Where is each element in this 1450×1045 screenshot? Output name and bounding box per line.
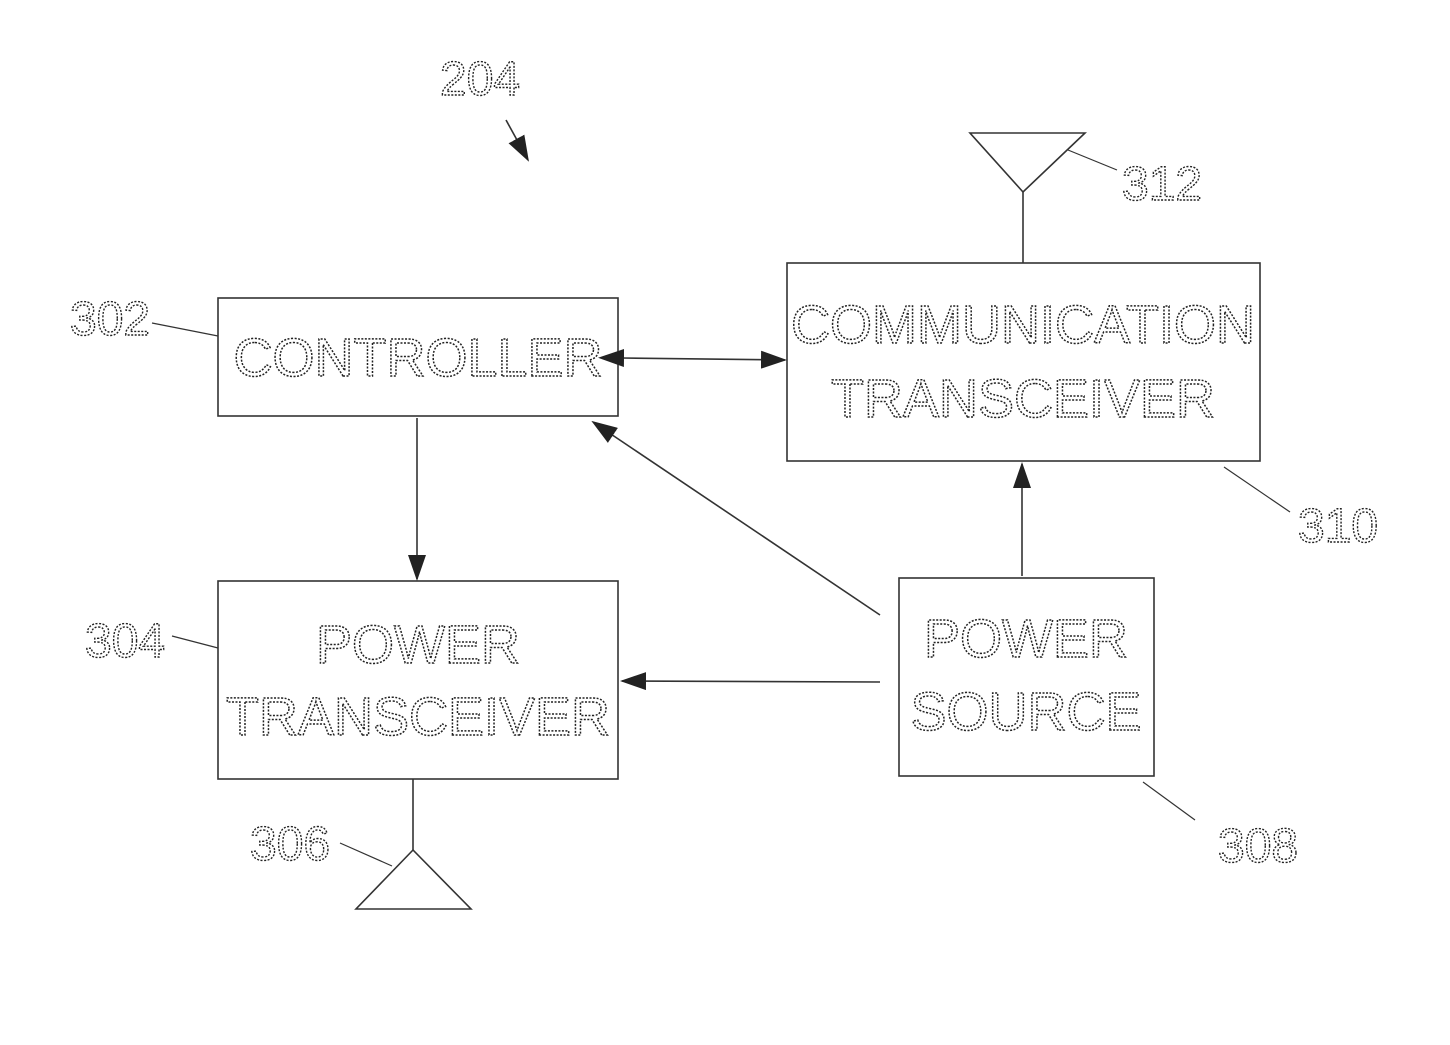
figure-ref-label: 204 — [440, 53, 520, 106]
controller-label: CONTROLLER — [233, 328, 602, 388]
communication-transceiver-label-line1: COMMUNICATION — [791, 295, 1255, 355]
communication-transceiver-box — [787, 263, 1260, 461]
power-antenna-ref-label: 306 — [250, 818, 330, 871]
power-source-ref-leader — [1143, 782, 1195, 820]
power-source-block: POWER SOURCE — [899, 578, 1154, 776]
power-source-to-power-transceiver-link — [622, 681, 880, 682]
power-transceiver-label-line2: TRANSCEIVER — [226, 687, 610, 747]
power-transceiver-box — [218, 581, 618, 779]
communication-antenna — [970, 133, 1085, 263]
controller-ref-leader — [152, 323, 218, 336]
communication-antenna-ref-label: 312 — [1122, 158, 1202, 211]
controller-communication-link — [622, 358, 785, 360]
controller-ref-label: 302 — [70, 293, 150, 346]
controller-block: CONTROLLER — [218, 298, 618, 416]
figure-ref-pointer — [506, 120, 528, 160]
communication-transceiver-label-line2: TRANSCEIVER — [831, 369, 1215, 429]
power-transceiver-ref-leader — [172, 636, 218, 648]
power-antenna-ref-leader — [340, 843, 392, 866]
power-transceiver-ref-label: 304 — [85, 615, 165, 668]
power-transceiver-block: POWER TRANSCEIVER — [218, 581, 618, 779]
communication-antenna-icon — [970, 133, 1085, 192]
power-source-label-line1: POWER — [924, 609, 1128, 669]
power-transceiver-label-line1: POWER — [316, 615, 520, 675]
communication-antenna-ref-leader — [1068, 150, 1117, 170]
power-source-label-line2: SOURCE — [910, 682, 1141, 742]
communication-transceiver-ref-label: 310 — [1298, 500, 1378, 553]
power-source-ref-label: 308 — [1218, 820, 1298, 873]
power-source-box — [899, 578, 1154, 776]
power-antenna — [356, 779, 471, 909]
power-antenna-icon — [356, 850, 471, 909]
communication-transceiver-ref-leader — [1224, 467, 1290, 512]
communication-transceiver-block: COMMUNICATION TRANSCEIVER — [787, 263, 1260, 461]
